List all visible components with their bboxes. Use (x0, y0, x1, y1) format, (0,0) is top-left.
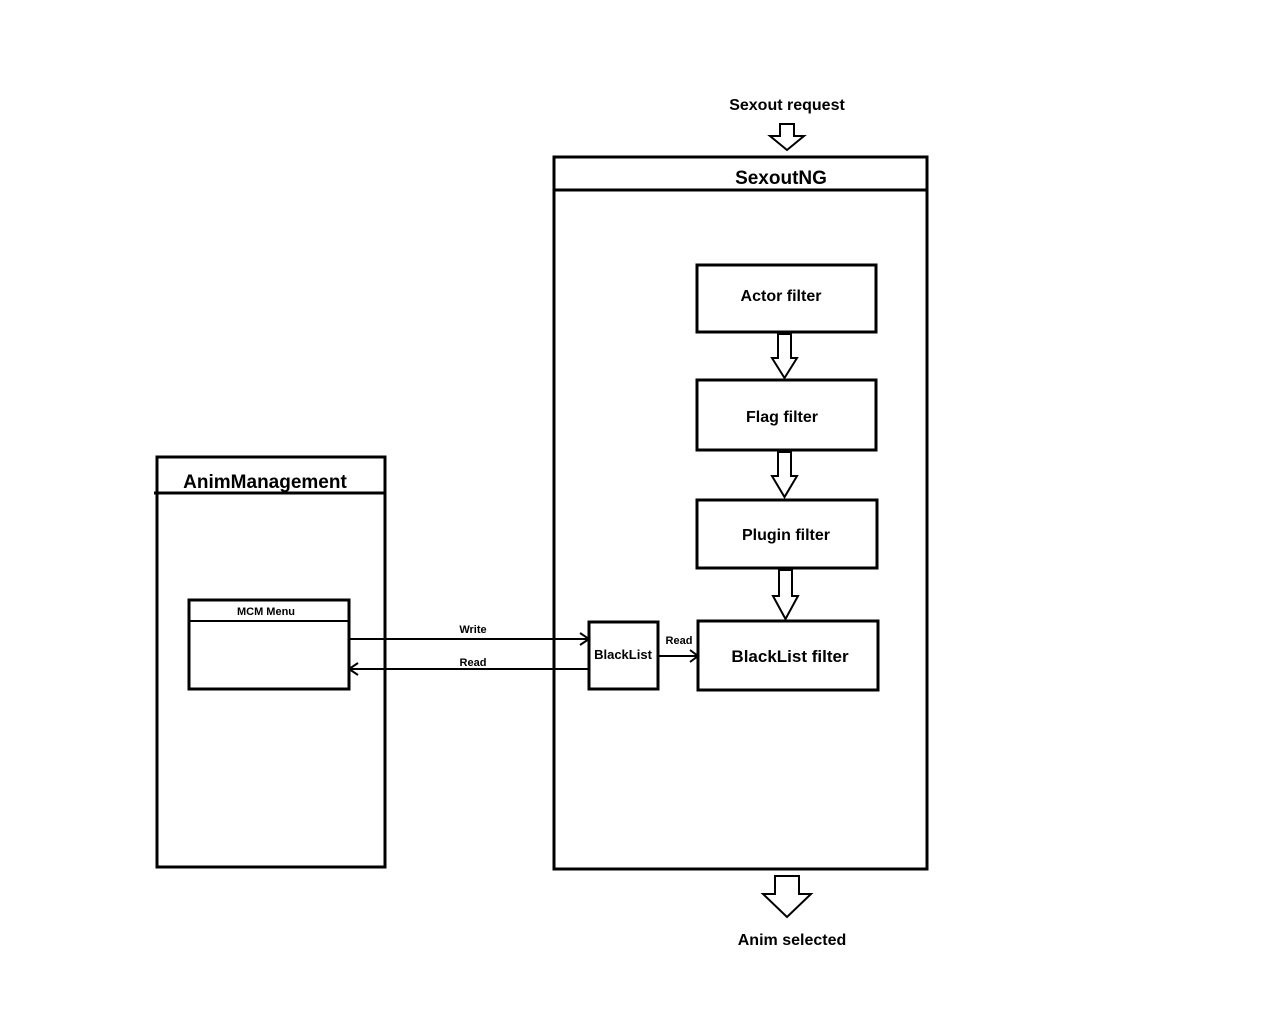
plugin-filter-box (695, 498, 879, 570)
animmanagement-title: AnimManagement (183, 472, 347, 493)
edge-read-back-head (347, 662, 359, 676)
mcm-menu-box (187, 598, 351, 691)
edge-read-filter-head (689, 649, 700, 663)
flag-filter-box (695, 378, 878, 452)
arrow-flag-to-plugin (770, 451, 799, 499)
actor-filter-box (695, 263, 878, 334)
blacklist-store-label: BlackList (594, 647, 652, 662)
mcm-menu-title: MCM Menu (237, 606, 295, 618)
edge-read-filter-label: Read (666, 635, 693, 647)
input-label: Sexout request (729, 97, 845, 114)
plugin-filter-label: Plugin filter (742, 527, 830, 544)
animmanagement-container (155, 455, 387, 869)
edge-read-back-label: Read (460, 657, 487, 669)
arrow-plugin-to-blacklist-filter (771, 569, 800, 622)
input-arrow (767, 123, 807, 152)
output-arrow (760, 875, 814, 919)
output-label: Anim selected (738, 932, 846, 949)
arrow-actor-to-flag (770, 333, 799, 380)
actor-filter-label: Actor filter (741, 288, 822, 305)
blacklist-filter-label: BlackList filter (731, 647, 849, 666)
edge-write-label: Write (459, 624, 486, 636)
sexoutng-title: SexoutNG (735, 168, 827, 189)
sexoutng-container (552, 155, 929, 871)
flag-filter-label: Flag filter (746, 409, 818, 426)
edge-write-head (579, 632, 591, 646)
